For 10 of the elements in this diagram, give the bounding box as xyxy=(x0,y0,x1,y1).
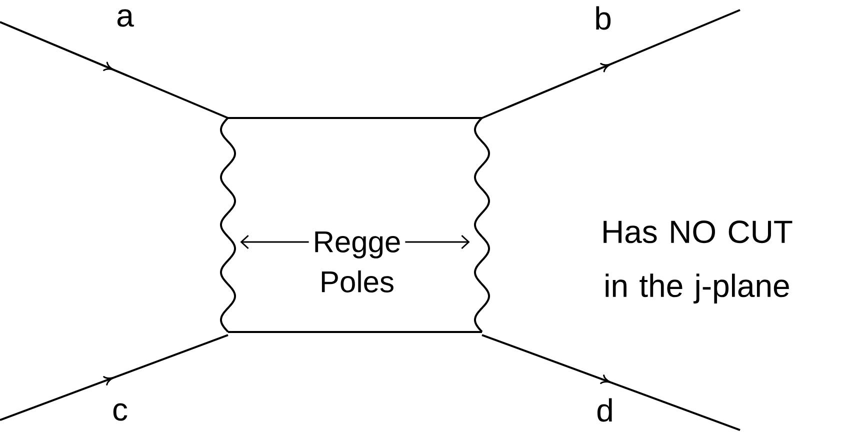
wavy-line xyxy=(474,117,490,332)
particle-label: a xyxy=(117,9,134,27)
text-label: Regge Poles xyxy=(315,232,400,292)
particle-label: c xyxy=(113,403,128,421)
arrow xyxy=(240,234,309,250)
arrow xyxy=(405,234,470,250)
note-text: Has NO CUT in the j-plane xyxy=(604,220,792,304)
wavy-line xyxy=(220,117,236,332)
particle-label: d xyxy=(597,398,612,422)
particle-label: b xyxy=(596,6,611,30)
